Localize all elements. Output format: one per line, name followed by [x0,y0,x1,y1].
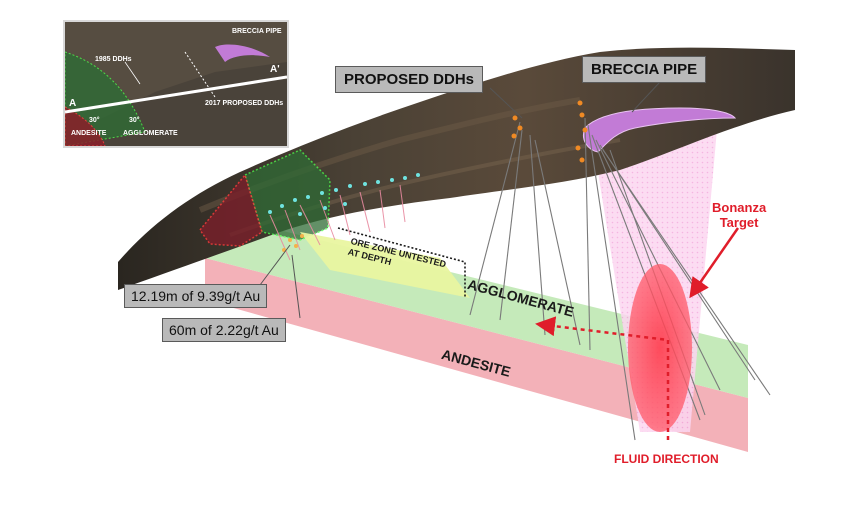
andesite-band [205,258,748,452]
inset-a-prime-label: A' [270,64,280,75]
bonanza-target-label: Bonanza Target [712,200,766,230]
inset-a-label: A [69,98,77,109]
target-arrow [689,227,740,299]
andesite-outcrop [199,173,263,247]
inset-map-drawing [65,22,287,146]
inset-andesite-label: ANDESITE [71,130,107,137]
bonanza-target-ellipse [628,264,692,432]
inset-2017-proposed-label: 2017 PROPOSED DDHs [205,100,284,107]
ore-zone [300,232,470,298]
inset-map: BRECCIA PIPE 1985 DDHs A A' 2017 PROPOSE… [63,20,289,148]
inset-breccia-pipe-label: BRECCIA PIPE [232,28,282,35]
historic-drill-holes [269,184,406,261]
intercept-1-callout: 12.19m of 9.39g/t Au [124,284,268,308]
historic-collars [268,173,420,216]
bonanza-target-line2: Target [719,215,759,230]
bonanza-target-line1: Bonanza [712,200,767,215]
fluid-direction-label: FLUID DIRECTION [614,452,719,466]
inset-agglomerate-label: AGGLOMERATE [123,130,178,137]
inset-dip-2: 30° [129,117,140,124]
inset-1985-ddhs-label: 1985 DDHs [95,56,132,63]
drill-collars [511,100,588,163]
intercept-2-callout: 60m of 2.22g/t Au [162,318,286,342]
breccia-pipe-callout: BRECCIA PIPE [582,56,707,83]
fluid-direction-arrow [535,316,670,440]
proposed-drill-holes [469,117,771,441]
inset-dip-1: 30° [89,117,100,124]
proposed-ddhs-callout: PROPOSED DDHs [335,66,484,93]
